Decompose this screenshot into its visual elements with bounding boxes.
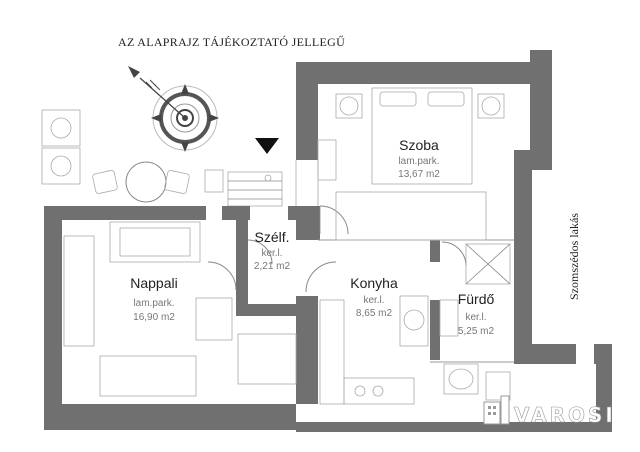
room-szoba: Szoba lam.park. 13,67 m2 [398, 137, 440, 180]
bedroom-furniture [317, 87, 505, 241]
room-area: 13,67 m2 [398, 169, 440, 180]
walls [44, 50, 612, 432]
brand-name: VAROSI [514, 403, 616, 427]
room-szelf: Szélf. ker.l. 2,21 m2 [254, 229, 291, 272]
room-area: 16,90 m2 [133, 312, 175, 323]
brand-logo: VAROSI [483, 395, 616, 427]
room-floor: lam.park. [398, 156, 439, 167]
bathroom-fixtures [439, 243, 511, 401]
room-name: Nappali [130, 275, 177, 291]
room-floor: lam.park. [133, 298, 174, 309]
building-logo-icon [483, 395, 510, 425]
kitchen-furniture [319, 295, 429, 405]
compass-rose-icon [128, 66, 219, 152]
room-furdo: Fürdő ker.l. 5,25 m2 [458, 291, 495, 337]
room-nappali: Nappali lam.park. 16,90 m2 [130, 275, 177, 323]
room-konyha: Konyha ker.l. 8,65 m2 [350, 275, 398, 319]
room-area: 2,21 m2 [254, 261, 291, 272]
plan-caption: AZ ALAPRAJZ TÁJÉKOZTATÓ JELLEGŰ [118, 35, 345, 49]
neighbor-label: Szomszédos lakás [567, 213, 581, 300]
room-name: Szoba [399, 137, 439, 153]
room-area: 8,65 m2 [356, 308, 393, 319]
room-name: Fürdő [458, 291, 495, 307]
room-name: Szélf. [254, 229, 289, 245]
room-floor: ker.l. [465, 312, 486, 323]
room-floor: ker.l. [363, 295, 384, 306]
balcony-terrace [41, 109, 283, 207]
room-floor: ker.l. [261, 248, 282, 259]
arrow-down-icon [255, 138, 279, 154]
room-area: 5,25 m2 [458, 326, 495, 337]
living-furniture [63, 221, 297, 397]
room-name: Konyha [350, 275, 398, 291]
